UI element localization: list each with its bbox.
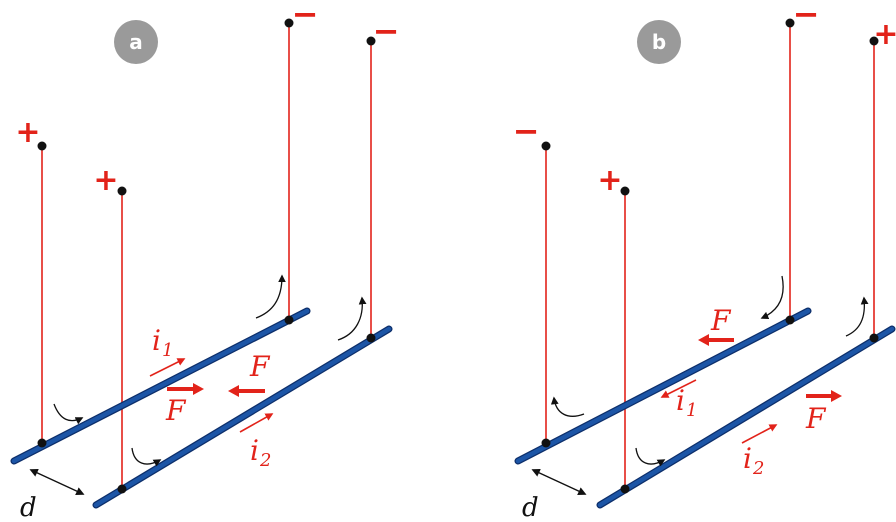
panel-badge: b: [637, 20, 681, 64]
current-subscript: 1: [162, 340, 173, 361]
current-symbol: i: [743, 442, 752, 475]
contact-dot: [284, 315, 294, 325]
force-arrow-icon: [698, 334, 734, 346]
rod-2-inner: [93, 326, 392, 508]
field-arrow-icon: [255, 274, 286, 319]
current-subscript: 2: [259, 450, 271, 471]
force-label: F: [165, 394, 187, 427]
field-arrow-icon: [845, 296, 869, 337]
contact-dot: [366, 333, 376, 343]
badge-label: a: [129, 30, 143, 54]
terminal-dot: [284, 18, 294, 28]
panel-a: a + + − − d: [10, 0, 400, 522]
terminal-sign: −: [793, 0, 820, 33]
force-arrow-icon: [167, 383, 204, 395]
terminal-dot: [620, 186, 630, 196]
terminal-sign: +: [93, 163, 118, 198]
distance-label: d: [522, 493, 539, 522]
force-arrow-icon: [806, 390, 842, 402]
current-label: i1: [152, 324, 173, 361]
terminal-sign: −: [292, 0, 319, 33]
contact-dot: [620, 484, 630, 494]
current-arrow-icon: [239, 413, 274, 433]
terminal-dot: [869, 36, 879, 46]
terminal-dot: [366, 36, 376, 46]
contact-dot: [869, 333, 879, 343]
distance-arrow-icon: [531, 469, 587, 495]
field-arrow-icon: [337, 296, 367, 341]
contact-dot: [541, 438, 551, 448]
contact-dot: [117, 484, 127, 494]
current-label: i2: [743, 442, 764, 479]
field-arrow-icon: [635, 447, 666, 467]
contact-dot: [37, 438, 47, 448]
current-subscript: 1: [686, 400, 697, 421]
terminal-sign: +: [15, 115, 40, 150]
current-arrow-icon: [660, 379, 697, 398]
rod-2-inner: [597, 326, 895, 508]
field-arrow-icon: [53, 403, 84, 425]
current-arrow-icon: [149, 358, 186, 377]
terminal-sign: +: [597, 163, 622, 198]
panel-badge: a: [114, 20, 158, 64]
contact-dot: [785, 315, 795, 325]
svg-text:i2: i2: [743, 442, 764, 479]
terminal-sign: +: [873, 17, 896, 52]
force-label: F: [249, 350, 271, 383]
distance-label: d: [20, 493, 37, 522]
current-label: i1: [676, 384, 697, 421]
rod-1-inner: [11, 308, 310, 464]
terminal-dot: [37, 141, 47, 151]
svg-text:i2: i2: [250, 434, 271, 471]
distance-arrow-icon: [29, 469, 85, 495]
current-label: i2: [250, 434, 271, 471]
badge-label: b: [652, 30, 666, 54]
terminal-sign: −: [373, 12, 400, 50]
terminal-dot: [785, 18, 795, 28]
current-symbol: i: [250, 434, 259, 467]
field-arrow-icon: [131, 447, 162, 467]
force-label: F: [710, 304, 732, 337]
current-symbol: i: [676, 384, 685, 417]
force-label: F: [805, 402, 827, 435]
rod-1-inner: [515, 308, 811, 464]
terminal-sign: −: [513, 112, 540, 150]
force-arrow-icon: [228, 385, 265, 397]
terminal-dot: [117, 186, 127, 196]
current-symbol: i: [152, 324, 161, 357]
terminal-dot: [541, 141, 551, 151]
field-arrow-icon: [760, 275, 784, 320]
current-subscript: 2: [752, 458, 764, 479]
svg-text:i1: i1: [152, 324, 173, 361]
current-arrow-icon: [741, 424, 778, 444]
svg-text:i1: i1: [676, 384, 697, 421]
field-arrow-icon: [550, 396, 585, 417]
panel-b: b − + − + d: [513, 0, 896, 522]
